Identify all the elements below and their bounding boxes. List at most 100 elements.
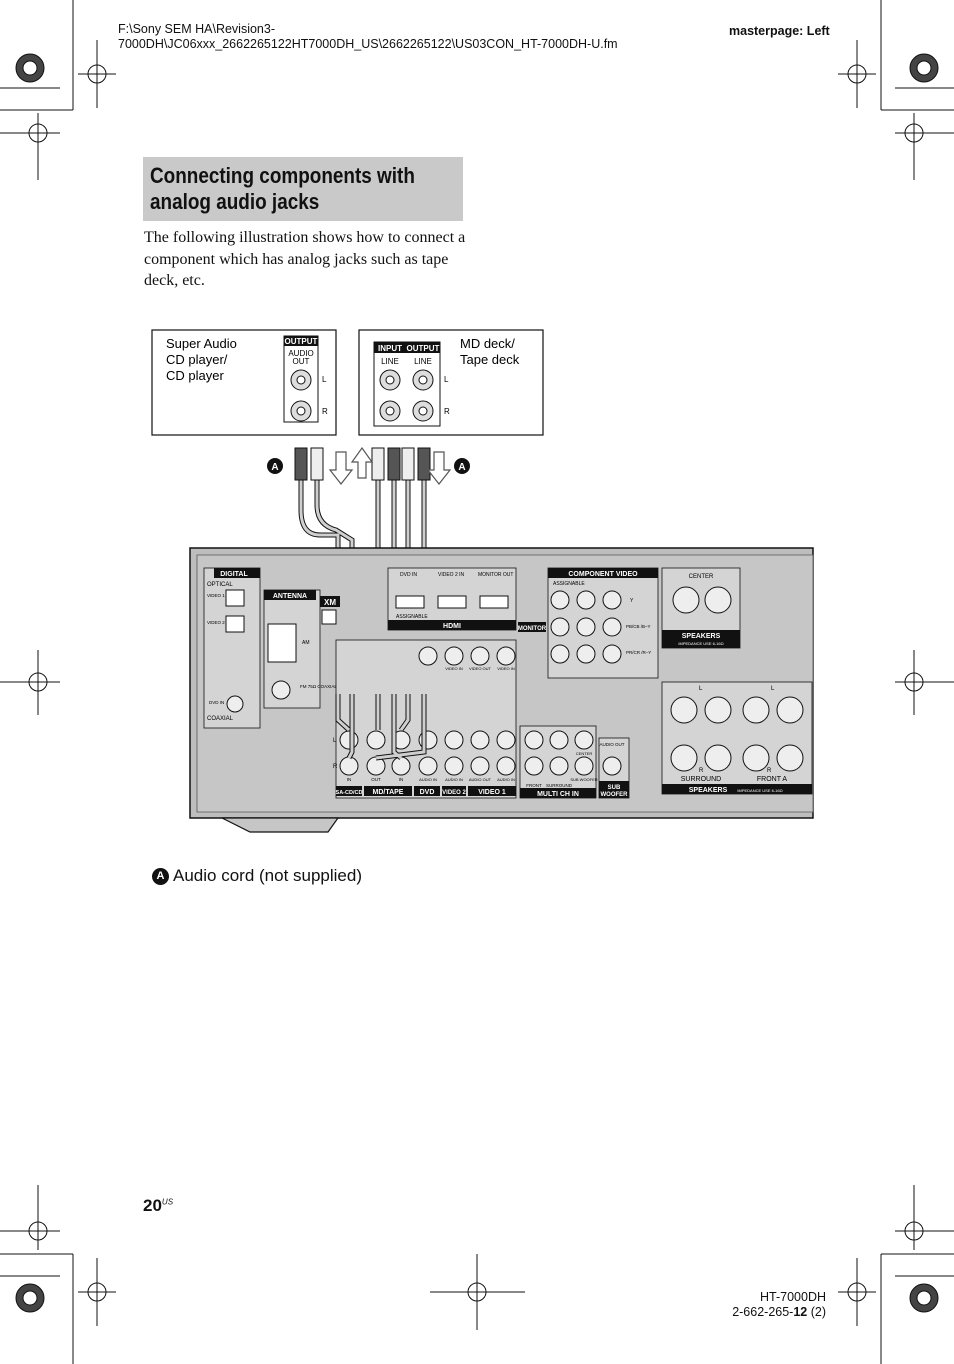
- y-label: Y: [630, 598, 634, 604]
- footer-model: HT-7000DH: [760, 1290, 826, 1304]
- video2-video-in-label: VIDEO IN: [445, 666, 463, 671]
- md-deck-name-line2: Tape deck: [460, 352, 520, 367]
- sub-label-line2: WOOFER: [601, 792, 629, 798]
- cd-player-name-line3: CD player: [166, 368, 224, 383]
- footer-code-prefix: 2-662-265-: [732, 1305, 794, 1319]
- cd-output-label: OUTPUT: [285, 337, 318, 346]
- md-input-label: INPUT: [378, 344, 402, 353]
- multi-center-label: CENTER: [576, 751, 593, 756]
- dvd-label: DVD: [420, 789, 435, 796]
- legend-marker: A: [152, 867, 169, 885]
- video1-audio-out-label: AUDIO OUT: [469, 777, 492, 782]
- hdmi-monitor-out-label: MONITOR OUT: [478, 572, 513, 578]
- file-path-line1: F:\Sony SEM HA\Revision3-: [118, 22, 275, 36]
- fm-label: FM 75Ω COAXIAL: [300, 684, 337, 689]
- connection-diagram: Super Audio CD player/ CD player OUTPUT …: [151, 329, 814, 833]
- coaxial-label: COAXIAL: [207, 716, 234, 722]
- cd-audio-out-line2: OUT: [293, 357, 310, 366]
- audio-cords: [294, 446, 452, 695]
- cd-r-label: R: [322, 407, 328, 416]
- sub-audio-out-label: AUDIO OUT: [599, 742, 624, 747]
- md-out-label: OUT: [371, 777, 381, 782]
- md-tape-label: MD/TAPE: [373, 789, 404, 796]
- surround-r-label: R: [699, 768, 704, 774]
- component-assignable-label: ASSIGNABLE: [553, 581, 585, 587]
- multi-front-label: FRONT: [526, 783, 542, 788]
- multi-surround-label: SURROUND: [546, 783, 573, 788]
- front-l-label: L: [771, 686, 775, 692]
- dvd-audio-in-label: AUDIO IN: [419, 777, 437, 782]
- hdmi-assignable-label: ASSIGNABLE: [396, 614, 428, 620]
- cd-player-name-line1: Super Audio: [166, 336, 237, 351]
- dvd-in-small-label: DVD IN: [209, 700, 224, 705]
- video1-video-out-label: VIDEO OUT: [469, 666, 492, 671]
- inputs-l-label: L: [333, 738, 337, 744]
- md-in-label: IN: [399, 777, 404, 782]
- legend-text: Audio cord (not supplied): [173, 866, 363, 885]
- hdmi-label: HDMI: [443, 623, 461, 630]
- inputs-r-label: R: [333, 764, 338, 770]
- cord-marker-left: A: [267, 458, 283, 474]
- md-output-label: OUTPUT: [407, 344, 440, 353]
- component-video-label: COMPONENT VIDEO: [568, 571, 638, 578]
- multi-ch-in-label: MULTI CH IN: [537, 791, 579, 798]
- video1-label: VIDEO 1: [478, 789, 506, 796]
- video2-audio-in-label: AUDIO IN: [445, 777, 463, 782]
- speakers-center-label: SPEAKERS: [682, 633, 721, 640]
- sacd-in-label: IN: [347, 777, 352, 782]
- cd-player-box: Super Audio CD player/ CD player OUTPUT …: [151, 329, 337, 436]
- file-path: F:\Sony SEM HA\Revision3- 7000DH\JC06xxx…: [118, 22, 718, 52]
- video1-audio-in-label: AUDIO IN: [497, 777, 515, 782]
- video1-video-in-label: VIDEO IN: [497, 666, 515, 671]
- section-title-line2: analog audio jacks: [150, 189, 320, 214]
- intro-paragraph: The following illustration shows how to …: [144, 229, 466, 289]
- cd-audio-out-line1: AUDIO: [288, 349, 313, 358]
- video2-in-label: VIDEO 2 IN: [207, 620, 231, 625]
- am-label: AM: [302, 640, 310, 646]
- page-number: 20US: [143, 1196, 173, 1216]
- footer-code: 2-662-265-12 (2): [700, 1305, 826, 1320]
- front-r-label: R: [767, 768, 772, 774]
- cd-player-name-line2: CD player/: [166, 352, 228, 367]
- sub-label-line1: SUB: [608, 785, 621, 791]
- md-r-label: R: [444, 407, 450, 416]
- sacd-label: SA-CD/CD: [336, 790, 363, 796]
- cd-l-label: L: [322, 375, 327, 384]
- surround-l-label: L: [699, 686, 703, 692]
- speakers-bottom-label: SPEAKERS: [689, 787, 728, 794]
- page-number-suffix: US: [161, 1197, 174, 1207]
- section-title-line1: Connecting components with: [150, 163, 415, 188]
- pb-label: PB/CB /B–Y: [626, 624, 651, 629]
- md-line-in: LINE: [381, 357, 399, 366]
- impedance-center-label: IMPEDANCE USE 6-16Ω: [678, 641, 723, 646]
- optical-label: OPTICAL: [207, 582, 233, 588]
- antenna-label: ANTENNA: [273, 593, 307, 600]
- surround-label: SURROUND: [681, 776, 721, 783]
- multi-sub-label: SUB WOOFER: [570, 777, 597, 782]
- digital-label: DIGITAL: [220, 571, 248, 578]
- svg-text:A: A: [458, 462, 465, 473]
- footer: HT-7000DH 2-662-265-12 (2): [700, 1290, 826, 1320]
- md-deck-name-line1: MD deck/: [460, 336, 515, 351]
- video2-label: VIDEO 2: [442, 790, 466, 796]
- legend: A Audio cord (not supplied): [152, 866, 362, 886]
- center-label: CENTER: [689, 574, 714, 580]
- section-title: Connecting components with analog audio …: [150, 163, 460, 215]
- receiver-rear-panel: DIGITAL OPTICAL VIDEO 1 IN VIDEO 2 IN DV…: [189, 547, 814, 833]
- md-deck-box: MD deck/ Tape deck INPUT OUTPUT LINE LIN…: [358, 329, 544, 436]
- file-path-line2: 7000DH\JC06xxx_2662265122HT7000DH_US\266…: [118, 37, 618, 51]
- cord-marker-right: A: [454, 458, 470, 474]
- pr-label: PR/CR /R–Y: [626, 650, 651, 655]
- svg-text:A: A: [271, 462, 278, 473]
- front-a-label: FRONT A: [757, 776, 788, 783]
- masterpage-label: masterpage: Left: [729, 24, 830, 38]
- hdmi-dvd-label: DVD IN: [400, 572, 417, 578]
- hdmi-video2-label: VIDEO 2 IN: [438, 572, 465, 578]
- page-number-value: 20: [143, 1196, 162, 1215]
- monitor-label: MONITOR: [518, 626, 547, 632]
- xm-label: XM: [324, 598, 336, 607]
- video1-in-label: VIDEO 1 IN: [207, 593, 231, 598]
- impedance-bottom-label: IMPEDANCE USE 6-16Ω: [737, 788, 782, 793]
- md-l-label: L: [444, 375, 449, 384]
